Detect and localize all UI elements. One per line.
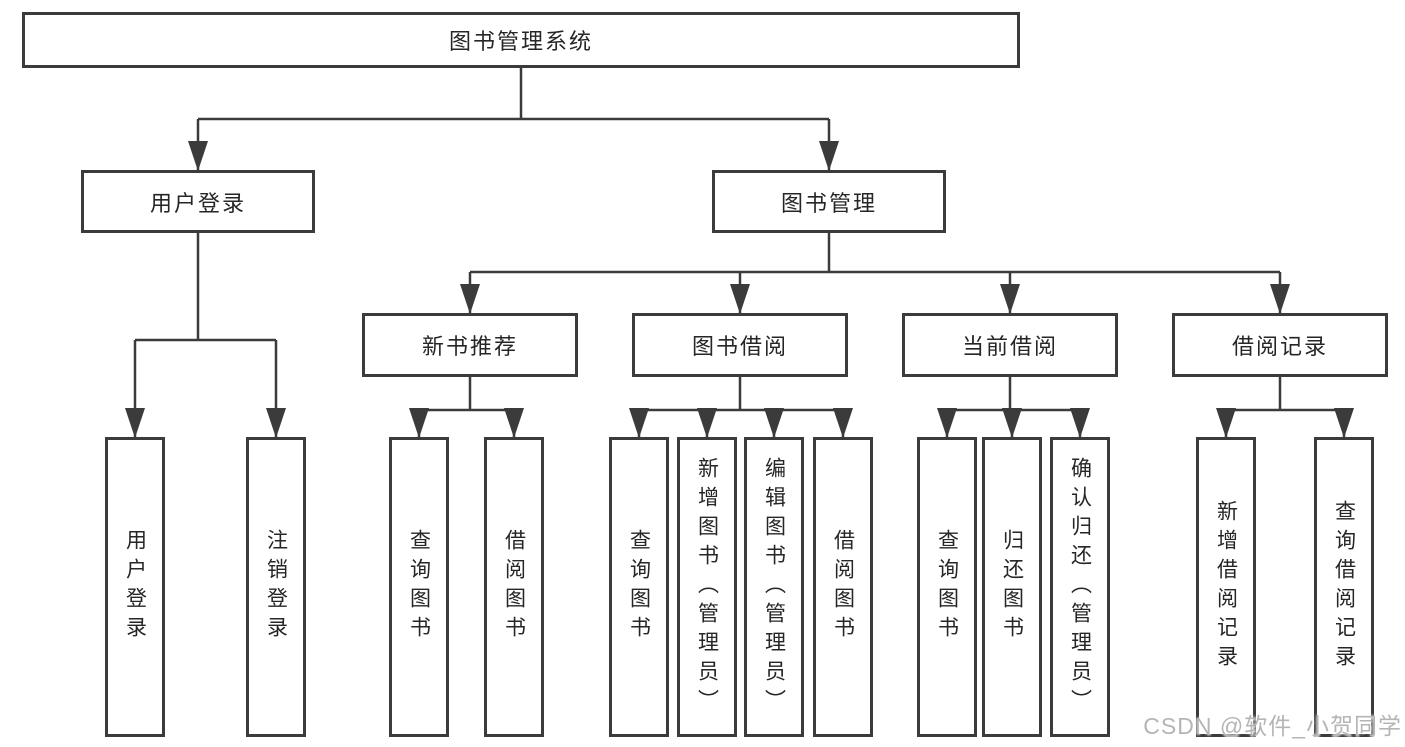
leaf-query-books-borrowing: 查询图书	[609, 437, 669, 737]
node-new-book-recommendation: 新书推荐	[362, 313, 578, 377]
leaf-confirm-return-admin: 确认归还（管理员）	[1050, 437, 1110, 737]
leaf-borrow-books: 借阅图书	[813, 437, 873, 737]
leaf-query-borrow-record: 查询借阅记录	[1314, 437, 1374, 737]
leaf-return-books: 归还图书	[982, 437, 1042, 737]
leaf-user-login: 用户登录	[105, 437, 165, 737]
leaf-add-books-admin: 新增图书（管理员）	[677, 437, 737, 737]
leaf-borrow-books-recommend: 借阅图书	[484, 437, 544, 737]
node-library-management-system: 图书管理系统	[22, 12, 1020, 68]
node-book-borrowing: 图书借阅	[632, 313, 848, 377]
csdn-watermark: CSDN @软件_小贺同学	[1143, 713, 1402, 739]
leaf-edit-books-admin: 编辑图书（管理员）	[744, 437, 804, 737]
node-user-login: 用户登录	[81, 170, 315, 233]
leaf-logout: 注销登录	[246, 437, 306, 737]
node-book-management: 图书管理	[712, 170, 946, 233]
leaf-add-borrow-record: 新增借阅记录	[1196, 437, 1256, 737]
node-borrowing-records: 借阅记录	[1172, 313, 1388, 377]
leaf-query-books-current: 查询图书	[917, 437, 977, 737]
node-current-borrowing: 当前借阅	[902, 313, 1118, 377]
leaf-query-books-recommend: 查询图书	[389, 437, 449, 737]
